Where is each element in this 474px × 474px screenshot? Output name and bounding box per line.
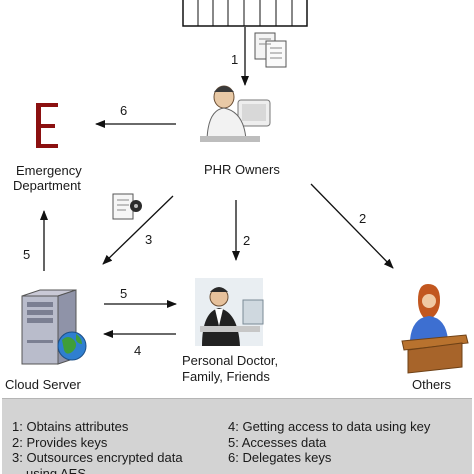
arrow-label-6: 6 — [120, 103, 127, 118]
legend-item: using AES — [26, 465, 86, 474]
document-lock-icon — [112, 193, 142, 220]
personal-label-line1: Personal Doctor, — [182, 353, 278, 368]
attribute-authority-icon — [182, 0, 308, 27]
legend-item: 4: Getting access to data using key — [228, 419, 431, 434]
others-label: Others — [412, 377, 452, 392]
legend-item: 2: Provides keys — [12, 434, 108, 450]
cloud-server-icon — [21, 289, 87, 365]
phr-owner-person-icon — [200, 85, 271, 142]
arrow-owner-to-others — [310, 183, 394, 269]
others-person-icon — [401, 284, 469, 374]
legend-item: 6: Delegates keys — [228, 450, 332, 465]
legend-panel: 1: Obtains attributes 2: Provides keys 3… — [2, 398, 472, 474]
arrow-label-2b: 2 — [359, 211, 366, 226]
legend-left-column: 1: Obtains attributes 2: Provides keys 3… — [12, 419, 222, 474]
legend-item: 1: Obtains attributes — [12, 419, 129, 434]
personal-label-line2: Family, Friends — [182, 369, 270, 384]
arrow-label-5b: 5 — [120, 286, 127, 301]
documents-icon — [254, 32, 287, 68]
legend-item: 5: Accesses data — [228, 434, 327, 450]
arrow-label-2a: 2 — [243, 233, 250, 248]
arrow-label-3: 3 — [145, 232, 152, 247]
phr-owners-label: PHR Owners — [204, 162, 280, 177]
personal-doctor-icon — [195, 278, 264, 346]
arrow-label-5a: 5 — [23, 247, 30, 262]
emergency-symbol-icon — [36, 103, 58, 148]
emergency-label-line1: Emergency — [16, 163, 82, 178]
emergency-label-line2: Department — [13, 178, 81, 193]
arrow-owner-to-cloud — [102, 195, 174, 265]
arrow-label-4: 4 — [134, 343, 141, 358]
legend-right-column: 4: Getting access to data using key 5: A… — [228, 419, 468, 466]
legend-item: 3: Outsources encrypted data — [12, 450, 183, 465]
cloud-server-label: Cloud Server — [5, 377, 82, 392]
arrow-label-1: 1 — [231, 52, 238, 67]
